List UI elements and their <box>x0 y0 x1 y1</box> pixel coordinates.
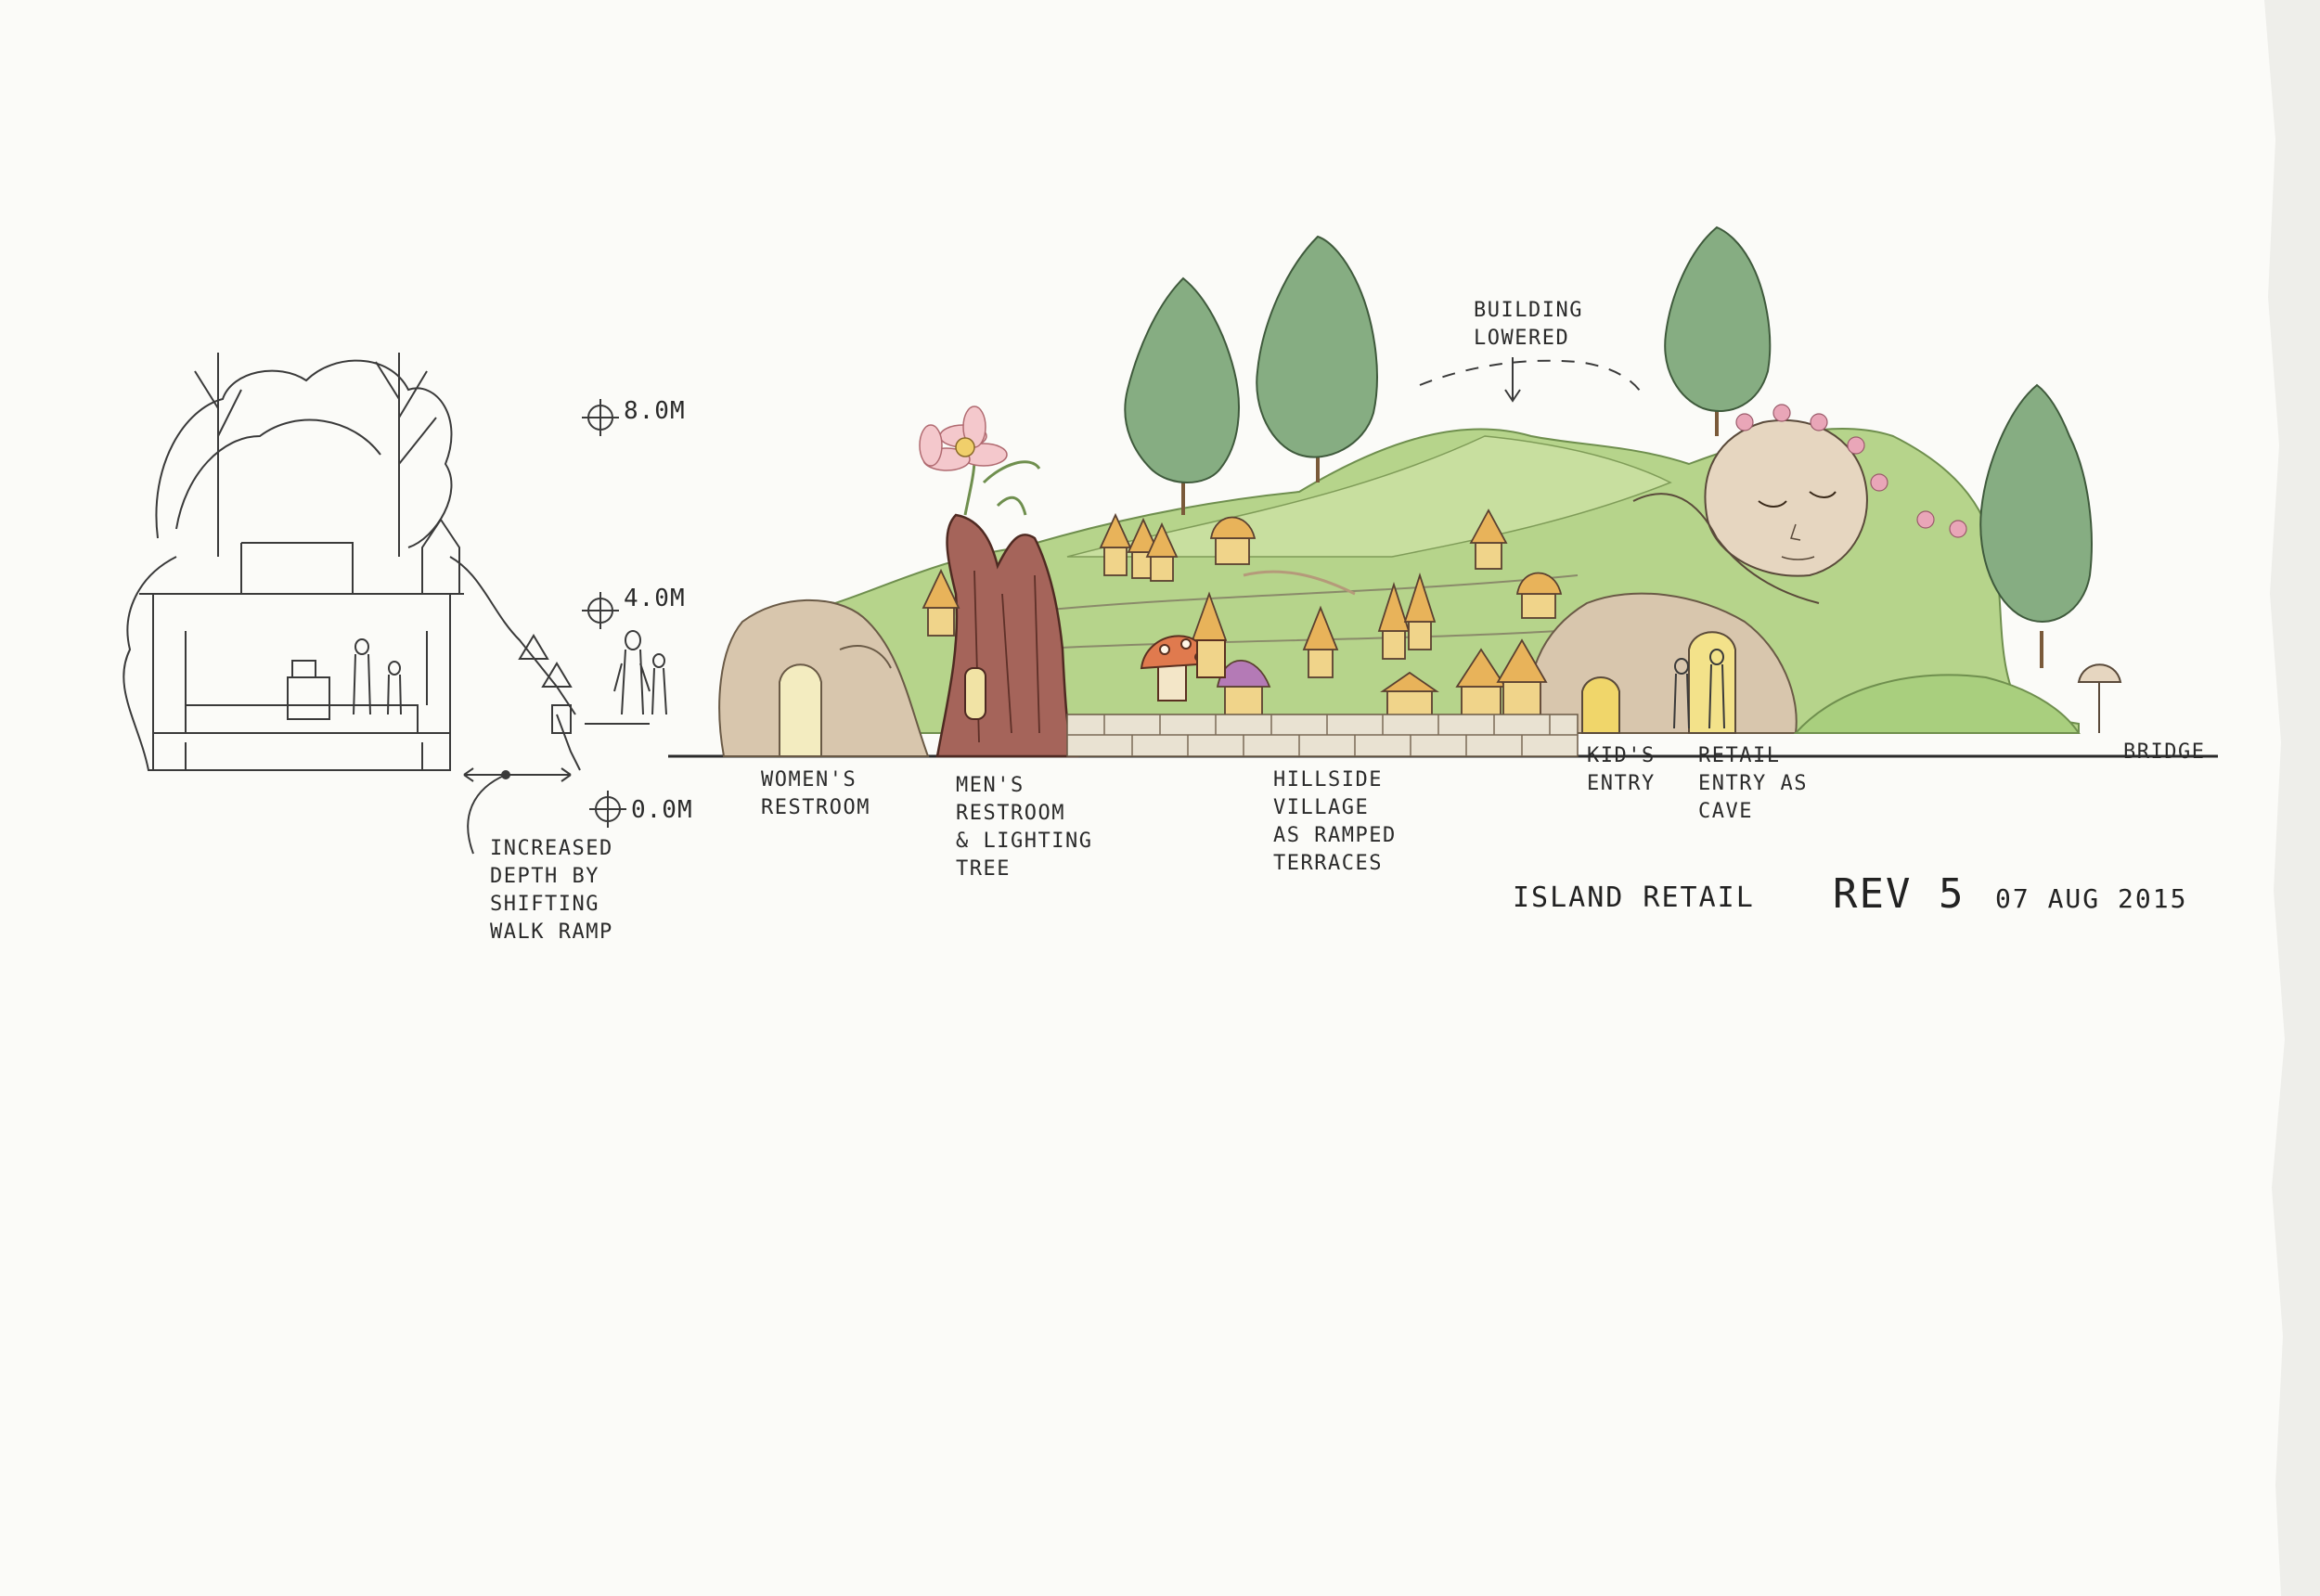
kids-entry-arch <box>1581 676 1620 734</box>
tree-3 <box>1664 225 1772 436</box>
womens-restroom-cave <box>718 598 930 757</box>
entry-figures <box>1673 649 1725 729</box>
house-7 <box>1515 572 1563 619</box>
elevation-markers <box>582 399 626 828</box>
elevation-label-base: 0.0M <box>631 796 693 824</box>
mushroom-lamp <box>2077 663 2122 733</box>
house-1 <box>922 568 960 637</box>
tree-1 <box>1124 277 1240 515</box>
house-8 <box>1302 605 1339 678</box>
tree-4 <box>1979 383 2093 668</box>
label-building-lowered: BUILDING LOWERED <box>1474 299 1583 350</box>
label-retail-entry: RETAIL ENTRY AS CAVE <box>1698 744 1808 823</box>
label-womens-restroom: WOMEN'S RESTROOM <box>761 768 870 819</box>
house-6 <box>1469 508 1508 570</box>
house-9 <box>1377 582 1411 660</box>
section-cut-sketch <box>122 353 667 855</box>
tree-2 <box>1256 235 1378 483</box>
sleeping-giant-face <box>1632 404 1967 604</box>
retail-entry-cave <box>1688 631 1736 734</box>
house-5 <box>1209 516 1257 565</box>
label-mens-restroom: MEN'S RESTROOM & LIGHTING TREE <box>956 774 1093 881</box>
label-kids-entry: KID'S ENTRY <box>1587 744 1656 795</box>
tall-roof-house <box>1196 639 1226 678</box>
label-bridge: BRIDGE <box>2123 740 2206 764</box>
elevation-label-top: 8.0M <box>624 397 686 425</box>
label-increased-depth: INCREASED DEPTH BY SHIFTING WALK RAMP <box>490 837 613 944</box>
label-hillside-village: HILLSIDE VILLAGE AS RAMPED TERRACES <box>1273 768 1397 875</box>
mushroom-house <box>1140 635 1213 701</box>
building-lowered-arrow <box>1419 359 1643 395</box>
title-date: 07 AUG 2015 <box>1995 883 2188 914</box>
house-4 <box>1145 521 1179 582</box>
title-revision: REV 5 <box>1833 870 1966 918</box>
house-2 <box>1099 512 1132 576</box>
elevation-label-mid: 4.0M <box>624 585 686 612</box>
flower-lamp <box>919 405 1041 516</box>
house-10 <box>1403 573 1437 650</box>
torn-paper-edge <box>2264 0 2320 1596</box>
title-project: ISLAND RETAIL <box>1513 882 1755 914</box>
house-3 <box>1127 517 1160 579</box>
